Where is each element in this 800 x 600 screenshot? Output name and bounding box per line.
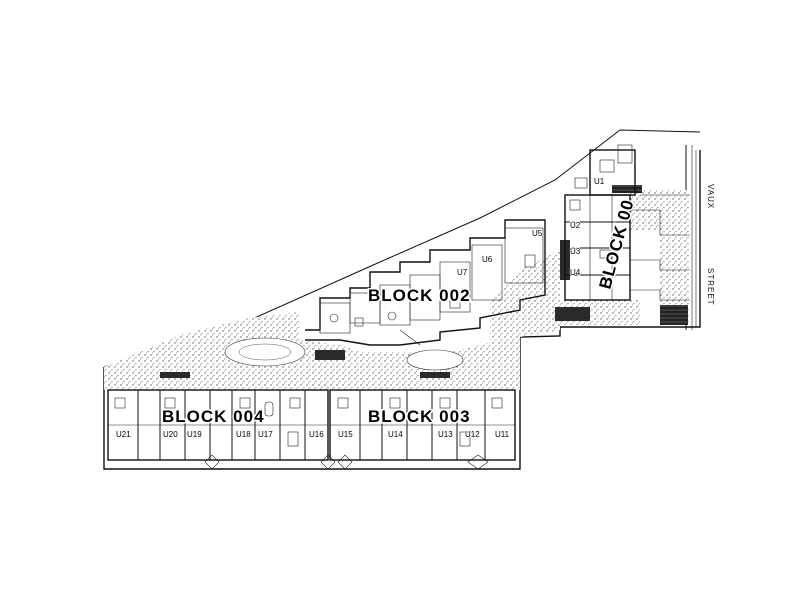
unit-label: U6 (482, 255, 493, 264)
unit-label: U11 (495, 430, 510, 439)
unit-label: U5 (532, 229, 543, 238)
unit-label: U19 (187, 430, 202, 439)
block-001-label: BLOCK 00 (596, 197, 638, 291)
unit-label: U21 (116, 430, 131, 439)
unit-label: U4 (570, 268, 581, 277)
street-label-street: STREET (706, 268, 715, 306)
block-003-label: BLOCK 003 (368, 407, 471, 426)
unit-label: U14 (388, 430, 403, 439)
block-004 (107, 389, 336, 470)
unit-label: U20 (163, 430, 178, 439)
unit-label: U17 (258, 430, 273, 439)
block-002 (305, 219, 546, 346)
landscape-area (104, 190, 690, 390)
unit-label: U3 (570, 247, 581, 256)
unit-label: U16 (309, 430, 324, 439)
block-004-label: BLOCK 004 (162, 407, 265, 426)
unit-label: U12 (465, 430, 480, 439)
unit-label: U15 (338, 430, 353, 439)
unit-label: U2 (570, 221, 581, 230)
block-002-label: BLOCK 002 (368, 286, 471, 305)
unit-label: U18 (236, 430, 251, 439)
street-label-vaux: VAUX (706, 184, 715, 209)
block-001 (564, 144, 690, 301)
unit-label: U1 (594, 177, 605, 186)
unit-label: U7 (457, 268, 468, 277)
unit-label: U13 (438, 430, 453, 439)
block-003 (329, 389, 516, 470)
